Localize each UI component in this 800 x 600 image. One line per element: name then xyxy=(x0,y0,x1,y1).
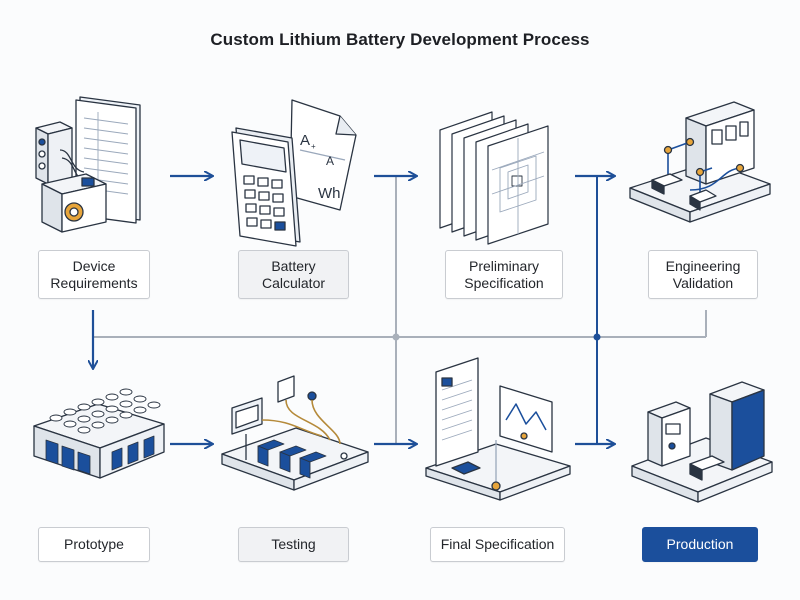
amp-symbol: A xyxy=(300,132,310,149)
step-label-battery-calculator: Battery Calculator xyxy=(238,250,349,299)
connector-lines xyxy=(93,176,707,444)
amp-plus-symbol: + xyxy=(311,142,316,151)
step-label-engineering-validation: Engineering Validation xyxy=(648,250,758,299)
amp-alt-symbol: A xyxy=(326,154,334,168)
flow-arrows xyxy=(93,176,614,444)
preliminary-specification-icon xyxy=(439,111,549,245)
prototype-battery-pack-icon xyxy=(33,388,165,479)
step-label-production: Production xyxy=(642,527,758,562)
step-label-device-requirements: Device Requirements xyxy=(38,250,150,299)
testing-bench-icon xyxy=(221,375,369,491)
step-label-testing: Testing xyxy=(238,527,349,562)
step-label-final-specification: Final Specification xyxy=(430,527,565,562)
junction-dot xyxy=(392,333,400,341)
diagram-title: Custom Lithium Battery Development Proce… xyxy=(210,30,590,49)
final-specification-icon xyxy=(425,357,571,501)
battery-calculator-icon: A + A Wh xyxy=(231,99,357,247)
junction-dot xyxy=(593,333,601,341)
step-label-preliminary-specification: Preliminary Specification xyxy=(445,250,563,299)
device-requirements-icon xyxy=(35,96,141,233)
engineering-validation-icon xyxy=(629,101,771,223)
production-machine-icon xyxy=(631,381,773,503)
step-label-prototype: Prototype xyxy=(38,527,150,562)
watt-hour-symbol: Wh xyxy=(318,185,341,202)
